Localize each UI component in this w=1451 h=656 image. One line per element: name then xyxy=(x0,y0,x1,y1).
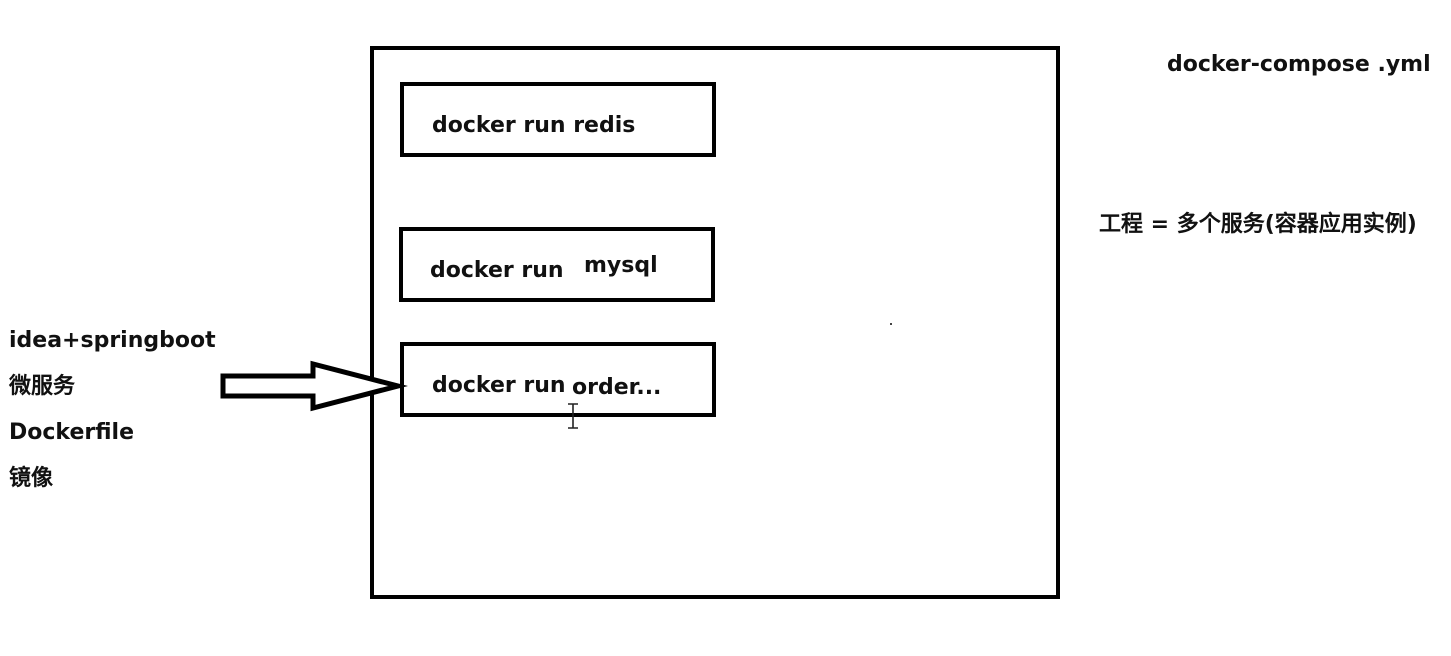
service-name-order: order... xyxy=(572,375,662,400)
compose-file-label: docker-compose .yml xyxy=(1167,52,1431,77)
stray-dot xyxy=(890,323,892,325)
project-container-box xyxy=(370,46,1060,599)
service-command-mysql: docker run xyxy=(430,258,564,283)
service-box-mysql xyxy=(399,227,715,302)
service-label-redis: docker run redis xyxy=(432,113,636,138)
service-command-order: docker run xyxy=(432,373,566,398)
list-item-dockerfile: Dockerfile xyxy=(9,420,134,445)
text-cursor-icon xyxy=(568,403,578,429)
list-item-idea-springboot: idea+springboot xyxy=(9,328,216,353)
list-item-image: 镜像 xyxy=(9,466,54,491)
service-name-mysql: mysql xyxy=(584,253,658,278)
project-equation-label: 工程 = 多个服务(容器应用实例) xyxy=(1099,212,1417,237)
service-box-redis xyxy=(400,82,716,157)
service-box-order xyxy=(400,342,716,417)
list-item-microservice: 微服务 xyxy=(9,374,76,399)
build-arrow xyxy=(220,360,408,412)
